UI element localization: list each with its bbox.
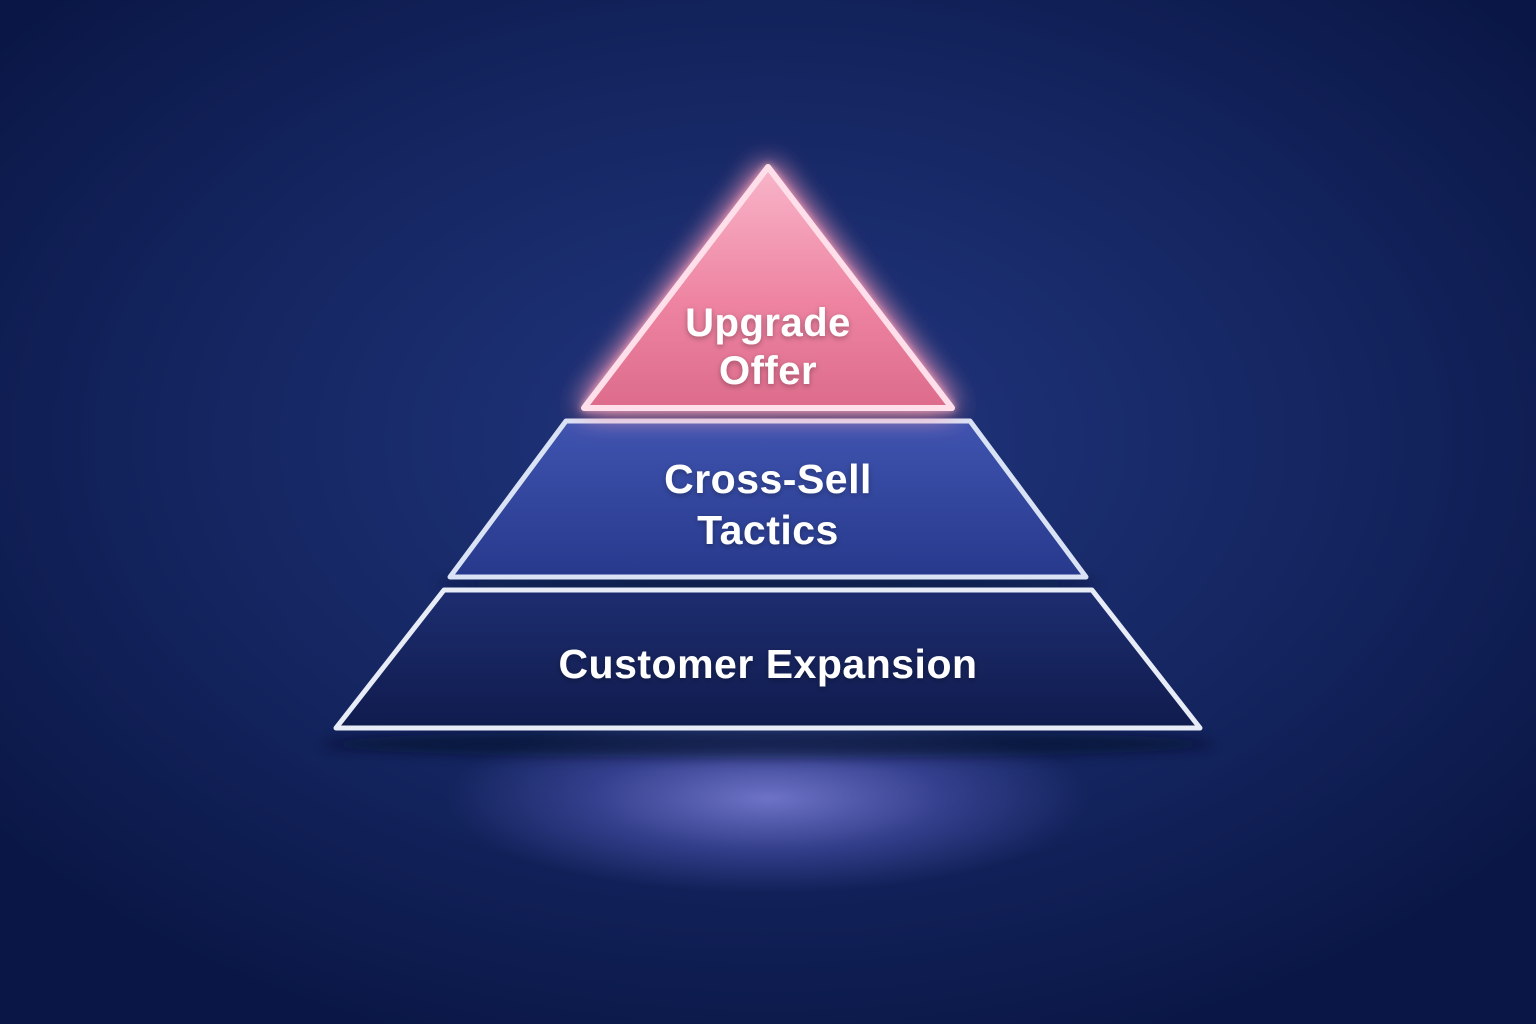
tier-top-shape [581, 164, 955, 411]
tier-labels: Upgrade Offer Cross-Sell Tactics Custome… [558, 301, 977, 687]
pyramid-ground-shadow [323, 730, 1213, 758]
tier-top-label-line1: Upgrade [685, 301, 851, 345]
tier-bottom-shape [333, 587, 1203, 731]
tier-middle-label-line2: Tactics [697, 507, 839, 553]
tier-bottom-label: Customer Expansion [558, 641, 977, 687]
tier-middle-shape [447, 418, 1089, 580]
tier-top-label-line2: Offer [719, 349, 817, 393]
tier-middle-label-line1: Cross-Sell [664, 456, 872, 502]
